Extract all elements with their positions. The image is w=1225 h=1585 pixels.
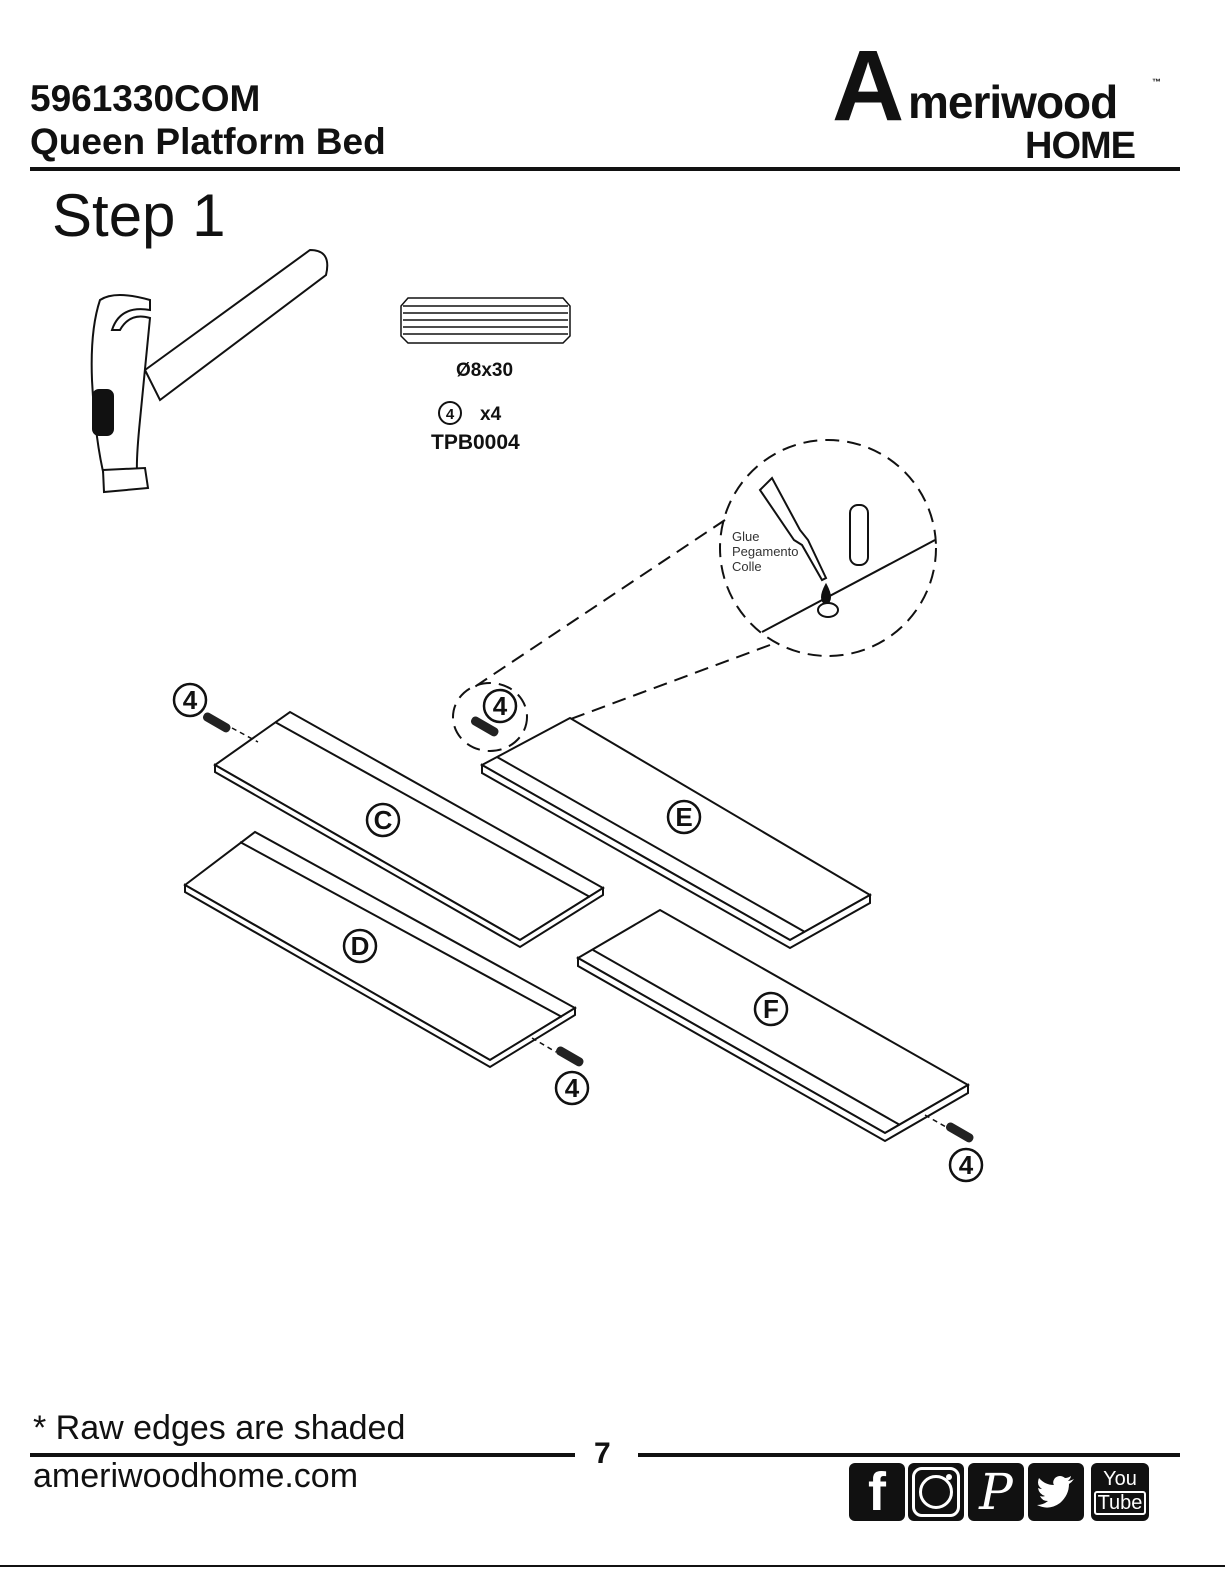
- hardware-ref: 4: [446, 406, 455, 423]
- instagram-icon[interactable]: [908, 1463, 964, 1521]
- hammer-icon: [90, 248, 329, 494]
- hardware-code: TPB0004: [431, 431, 520, 454]
- dowel-icon: [400, 297, 571, 344]
- glue-callout: [452, 439, 937, 752]
- youtube-icon[interactable]: You Tube: [1091, 1463, 1149, 1521]
- page-number: 7: [594, 1437, 611, 1470]
- panel-label-e: E: [675, 802, 692, 832]
- panel-label-c: C: [374, 805, 393, 835]
- panel-label-f: F: [763, 994, 779, 1024]
- twitter-bird-icon: [1037, 1476, 1074, 1508]
- page-bottom-line: [0, 1565, 1225, 1567]
- hardware-size: Ø8x30: [456, 360, 513, 381]
- dowels-placed: [202, 712, 974, 1143]
- hardware-qty: x4: [480, 404, 502, 425]
- dowel-ref-label: 4: [493, 691, 508, 721]
- dowel-ref-label: 4: [959, 1150, 974, 1180]
- header-divider: [30, 167, 1180, 171]
- facebook-icon[interactable]: f: [849, 1463, 905, 1521]
- website-link[interactable]: ameriwoodhome.com: [33, 1457, 359, 1495]
- youtube-bottom: Tube: [1093, 1491, 1147, 1515]
- footer-divider-left: [30, 1453, 575, 1457]
- youtube-top: You: [1103, 1468, 1137, 1490]
- logo-tm: ™: [1152, 77, 1161, 87]
- logo-letter: A: [832, 30, 905, 142]
- footer-divider-right: [638, 1453, 1180, 1457]
- twitter-icon[interactable]: [1028, 1463, 1084, 1521]
- product-sku: 5961330COM: [30, 78, 261, 119]
- glue-bottle-icon: [758, 476, 828, 582]
- facebook-letter: f: [868, 1462, 886, 1522]
- panels: [183, 710, 971, 1143]
- pinterest-icon[interactable]: P: [968, 1463, 1024, 1521]
- logo-word: meriwood: [908, 76, 1118, 128]
- glue-label-fr: Colle: [732, 559, 762, 574]
- dowel-ref-label: 4: [183, 685, 198, 715]
- product-name: Queen Platform Bed: [30, 121, 386, 162]
- raw-edges-note: * Raw edges are shaded: [33, 1409, 406, 1447]
- dowel-ref-label: 4: [565, 1073, 580, 1103]
- step-title: Step 1: [52, 182, 226, 249]
- glue-label: Glue: [732, 529, 759, 544]
- dowel-detail-icon: [849, 504, 869, 566]
- hardware-ref-circle: [438, 401, 462, 425]
- panel-label-d: D: [351, 931, 370, 961]
- glue-label-es: Pegamento: [732, 544, 799, 559]
- logo-sub: HOME: [1025, 125, 1136, 167]
